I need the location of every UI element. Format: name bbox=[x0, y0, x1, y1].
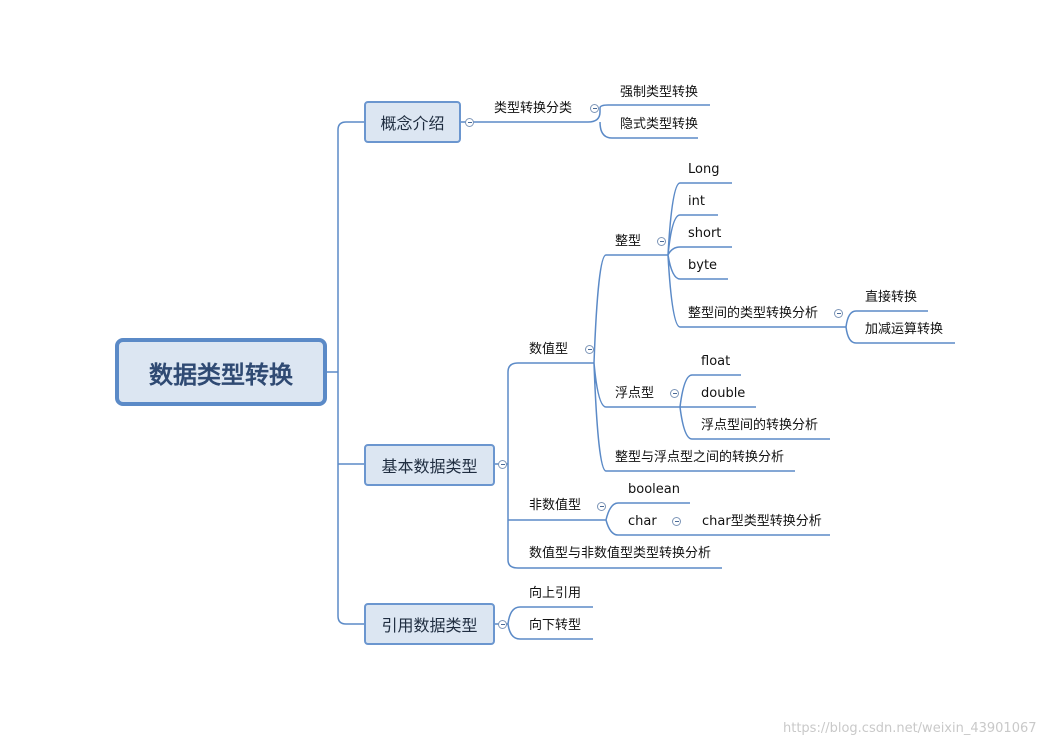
node-yinyong-label: 引用数据类型 bbox=[381, 616, 478, 635]
node-fudian[interactable]: 浮点型 bbox=[615, 386, 655, 401]
node-leixing-fenlei[interactable]: 类型转换分类 bbox=[494, 101, 573, 116]
node-boolean[interactable]: boolean bbox=[628, 482, 680, 497]
node-shuzhi-feishuzhi[interactable]: 数值型与非数值型类型转换分析 bbox=[529, 546, 712, 561]
node-byte[interactable]: byte bbox=[688, 258, 718, 273]
node-jiajian[interactable]: 加减运算转换 bbox=[865, 322, 944, 337]
node-qiangzhi[interactable]: 强制类型转换 bbox=[620, 85, 699, 100]
collapse-icon[interactable] bbox=[657, 237, 666, 246]
node-zhijie[interactable]: 直接转换 bbox=[865, 290, 918, 305]
connector-feishu bbox=[590, 502, 830, 536]
collapse-icon[interactable] bbox=[597, 502, 606, 511]
node-double[interactable]: double bbox=[701, 386, 746, 401]
connector-zhengxing bbox=[652, 182, 832, 328]
node-float[interactable]: float bbox=[701, 354, 731, 369]
node-yinyong[interactable]: 引用数据类型 bbox=[364, 603, 495, 645]
node-shuzhi[interactable]: 数值型 bbox=[529, 342, 569, 357]
node-long[interactable]: Long bbox=[688, 162, 720, 177]
connector-fenlei bbox=[587, 104, 710, 139]
node-xiangxia[interactable]: 向下转型 bbox=[529, 618, 582, 633]
node-xiangshang[interactable]: 向上引用 bbox=[529, 586, 582, 601]
node-feishuzhi[interactable]: 非数值型 bbox=[529, 498, 582, 513]
collapse-icon[interactable] bbox=[590, 104, 599, 113]
collapse-icon[interactable] bbox=[498, 460, 507, 469]
node-gainian-label: 概念介绍 bbox=[380, 114, 445, 133]
node-fudian-fenxi[interactable]: 浮点型间的转换分析 bbox=[701, 418, 819, 433]
collapse-icon[interactable] bbox=[465, 118, 474, 127]
collapse-icon[interactable] bbox=[834, 309, 843, 318]
node-jiben[interactable]: 基本数据类型 bbox=[364, 444, 495, 486]
root-node[interactable]: 数据类型转换 bbox=[115, 338, 327, 406]
collapse-icon[interactable] bbox=[585, 345, 594, 354]
node-int[interactable]: int bbox=[688, 194, 705, 209]
collapse-icon[interactable] bbox=[670, 389, 679, 398]
connector-root bbox=[327, 121, 364, 625]
node-char-fenxi[interactable]: char型类型转换分析 bbox=[702, 514, 822, 529]
node-zhengxing-fenxi[interactable]: 整型间的类型转换分析 bbox=[688, 306, 819, 321]
node-zhengxing[interactable]: 整型 bbox=[615, 234, 642, 249]
node-jiben-label: 基本数据类型 bbox=[381, 457, 478, 476]
watermark: https://blog.csdn.net/weixin_43901067 bbox=[783, 721, 1037, 736]
node-short[interactable]: short bbox=[688, 226, 722, 241]
connector-fudian bbox=[660, 374, 830, 440]
connector-zhengfenxi bbox=[832, 310, 955, 344]
node-yinshi[interactable]: 隐式类型转换 bbox=[620, 117, 699, 132]
collapse-icon[interactable] bbox=[672, 517, 681, 526]
node-char[interactable]: char bbox=[628, 514, 657, 529]
node-zheng-fu[interactable]: 整型与浮点型之间的转换分析 bbox=[615, 450, 785, 465]
collapse-icon[interactable] bbox=[498, 620, 507, 629]
root-label: 数据类型转换 bbox=[149, 360, 293, 389]
connector-shuzhi bbox=[580, 254, 795, 472]
node-gainian[interactable]: 概念介绍 bbox=[364, 101, 461, 143]
